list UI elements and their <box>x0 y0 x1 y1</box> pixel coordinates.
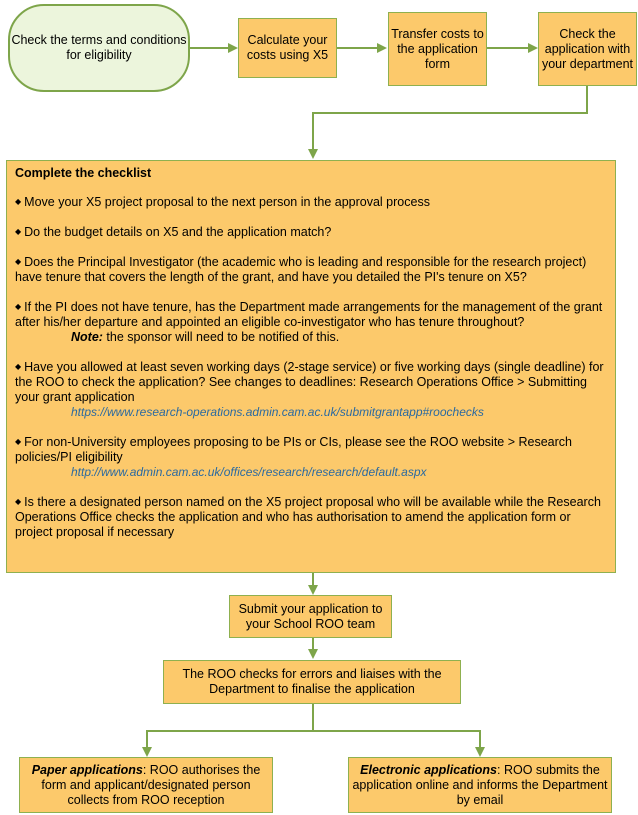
bullet-icon: ◆ <box>15 197 22 206</box>
step-calculate-costs: Calculate your costs using X5 <box>238 18 337 78</box>
electronic-applications-text: Electronic applications: ROO submits the… <box>352 762 608 807</box>
checklist-item: ◆Does the Principal Investigator (the ac… <box>15 255 587 284</box>
checklist-title: Complete the checklist <box>15 166 152 180</box>
bullet-icon: ◆ <box>15 227 22 236</box>
bullet-icon: ◆ <box>15 362 22 371</box>
roo-checks-link[interactable]: https://www.research-operations.admin.ca… <box>71 405 484 419</box>
outcome-paper-applications: Paper applications: ROO authorises the f… <box>19 757 273 813</box>
checklist-item: ◆Do the budget details on X5 and the app… <box>15 225 332 239</box>
step-submit-application: Submit your application to your School R… <box>229 595 392 638</box>
outcome-electronic-applications: Electronic applications: ROO submits the… <box>348 757 612 813</box>
note-text: the sponsor will need to be notified of … <box>102 330 340 344</box>
bullet-icon: ◆ <box>15 257 22 266</box>
paper-label: Paper applications <box>31 762 143 777</box>
bullet-icon: ◆ <box>15 437 22 446</box>
step-calculate-costs-label: Calculate your costs using X5 <box>246 33 329 62</box>
checklist-item: ◆If the PI does not have tenure, has the… <box>15 299 607 345</box>
note-label: Note: <box>71 330 103 344</box>
checklist-item: ◆For non-University employees proposing … <box>15 434 607 480</box>
checklist-item: ◆Is there a designated person named on t… <box>15 495 601 539</box>
checklist-item: ◆Move your X5 project proposal to the ne… <box>15 195 430 209</box>
step-check-terms-label: Check the terms and conditions for eligi… <box>11 33 187 62</box>
step-roo-checks: The ROO checks for errors and liaises wi… <box>163 660 461 704</box>
step-submit-label: Submit your application to your School R… <box>238 601 383 631</box>
arrow-roo-to-electronic <box>313 730 485 757</box>
step-roo-checks-label: The ROO checks for errors and liaises wi… <box>182 667 442 696</box>
step-transfer-costs-label: Transfer costs to the application form <box>391 26 484 71</box>
electronic-label: Electronic applications <box>360 762 498 777</box>
bullet-icon: ◆ <box>15 497 22 506</box>
bullet-icon: ◆ <box>15 302 22 311</box>
step-transfer-costs: Transfer costs to the application form <box>388 12 487 86</box>
arrow-roo-to-paper <box>142 730 313 757</box>
research-policies-link[interactable]: http://www.admin.cam.ac.uk/offices/resea… <box>71 465 427 479</box>
checklist-item: ◆Have you allowed at least seven working… <box>15 359 607 420</box>
paper-applications-text: Paper applications: ROO authorises the f… <box>31 762 261 807</box>
arrow-check-to-checklist <box>308 86 588 159</box>
checklist-box: Complete the checklist ◆Move your X5 pro… <box>6 160 616 573</box>
checklist-note: Note: the sponsor will need to be notifi… <box>15 330 607 345</box>
step-check-terms: Check the terms and conditions for eligi… <box>8 4 190 92</box>
step-check-department: Check the application with your departme… <box>538 12 637 86</box>
step-check-department-label: Check the application with your departme… <box>541 26 634 71</box>
